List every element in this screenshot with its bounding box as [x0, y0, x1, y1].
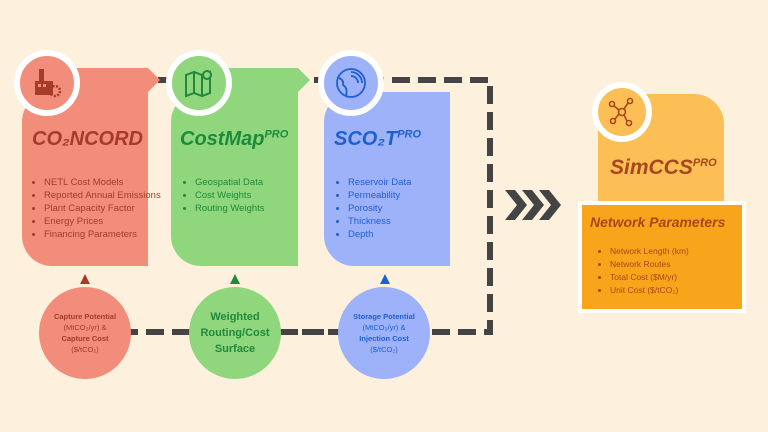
output-line: Capture Cost — [61, 334, 109, 343]
list-item: Permeability — [348, 189, 466, 202]
output-line: ($/tCO₂) — [370, 345, 398, 354]
list-item: Total Cost ($M/yr) — [610, 271, 760, 284]
pro-superscript: PRO — [264, 128, 289, 141]
pro-superscript: PRO — [692, 157, 717, 169]
output-line: Capture Potential — [53, 312, 117, 321]
list-item: Financing Parameters — [44, 228, 162, 241]
costmap-inputs-list: Geospatial Data Cost Weights Routing Wei… — [181, 176, 313, 215]
co2ncord-inputs-list: NETL Cost Models Reported Annual Emissio… — [30, 176, 162, 241]
list-item: Unit Cost ($/tCO₂) — [610, 284, 760, 297]
capture-output-circle: Capture Potential (MtCO₂/yr) & Capture Cos… — [39, 287, 131, 379]
network-parameters-title: Network Parameters — [590, 214, 726, 230]
list-item: Depth — [348, 228, 466, 241]
sco2t-inputs-list: Reservoir Data Permeability Porosity Thi… — [334, 176, 466, 241]
simccs-icon-circle — [592, 82, 652, 142]
list-item: Porosity — [348, 202, 466, 215]
output-line: Routing/Cost — [200, 327, 270, 339]
list-item: Thickness — [348, 215, 466, 228]
map-pin-icon — [185, 70, 212, 98]
list-item: Plant Capacity Factor — [44, 202, 162, 215]
co2ncord-card — [22, 92, 148, 266]
tool-name: CO₂NCORD — [32, 128, 143, 150]
tool-name: CostMap — [180, 128, 265, 150]
output-line: Storage Potential — [353, 312, 415, 321]
costmap-icon-circle — [166, 50, 232, 116]
list-item: Routing Weights — [195, 202, 313, 215]
tool-name: SimCCS — [610, 156, 693, 179]
triple-chevron-arrow-icon — [505, 190, 561, 220]
output-line: Injection Cost — [359, 334, 409, 343]
green-pointer-triangle — [230, 274, 240, 284]
output-line: ($/tCO₂) — [71, 345, 99, 354]
sco2t-card — [324, 92, 450, 266]
costmap-title: CostMapPRO — [180, 128, 288, 151]
output-line: (MtCO₂/yr) & — [362, 323, 406, 332]
red-pointer-triangle — [80, 274, 90, 284]
co2ncord-title: CO₂NCORD — [32, 128, 143, 151]
network-parameters-box: Network Parameters Network Length (km) N… — [578, 201, 746, 313]
blue-pointer-triangle — [380, 274, 390, 284]
sco2t-title: SCO₂TPRO — [334, 128, 421, 151]
list-item: Geospatial Data — [195, 176, 313, 189]
simccs-title: SimCCSPRO — [610, 156, 717, 180]
list-item: Cost Weights — [195, 189, 313, 202]
output-line: Surface — [214, 343, 256, 355]
output-line: (MtCO₂/yr) & — [63, 323, 107, 332]
list-item: Network Length (km) — [610, 245, 760, 258]
list-item: Reported Annual Emissions — [44, 189, 162, 202]
pro-superscript: PRO — [397, 128, 422, 141]
output-line: Weighted — [210, 311, 260, 323]
list-item: Network Routes — [610, 258, 760, 271]
list-item: Energy Prices — [44, 215, 162, 228]
tool-name: SCO₂T — [334, 128, 398, 150]
network-parameters-list: Network Length (km) Network Routes Total… — [596, 245, 760, 297]
storage-output-circle: Storage Potential (MtCO₂/yr) & Injection C… — [338, 287, 430, 379]
sco2t-icon-circle — [318, 50, 384, 116]
co2ncord-icon-circle — [14, 50, 80, 116]
list-item: NETL Cost Models — [44, 176, 162, 189]
factory-gear-icon — [35, 69, 62, 98]
costmap-card — [171, 92, 298, 266]
list-item: Reservoir Data — [348, 176, 466, 189]
network-nodes-icon — [608, 97, 634, 127]
globe-layers-icon — [336, 68, 366, 98]
